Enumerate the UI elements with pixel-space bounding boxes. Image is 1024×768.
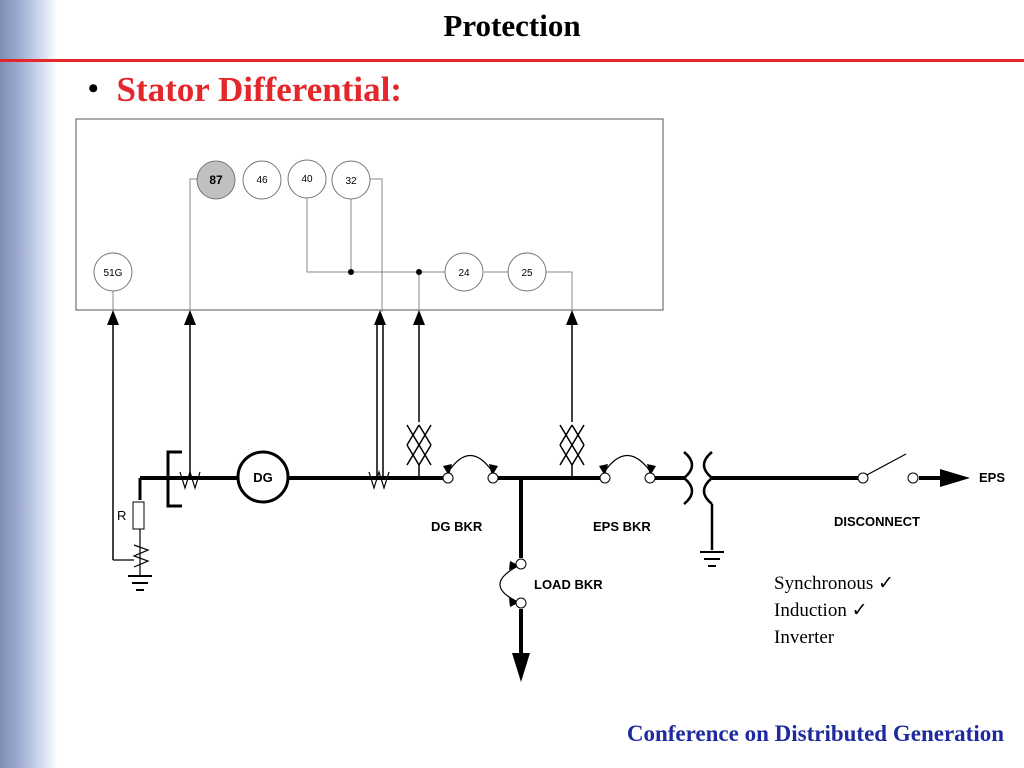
junction-dot — [348, 269, 354, 275]
generator-type-item: Inverter — [774, 627, 835, 648]
relay-51g-label: 51G — [104, 268, 123, 279]
grounding-resistor — [132, 501, 145, 530]
relay-25: 25 — [507, 252, 547, 292]
resistor-label: R — [117, 508, 126, 523]
eps-arrowhead — [940, 469, 970, 487]
footer-text: Conference on Distributed Generation — [626, 721, 1004, 746]
relay-51g: 51G — [93, 252, 133, 292]
relay-32: 32 — [331, 160, 371, 200]
relay-panel-box — [75, 118, 664, 311]
generator-types-list: Synchronous ✓ Induction ✓ Inverter — [774, 570, 894, 651]
bullet-text: Stator Differential: — [116, 70, 402, 109]
disconnect-switch — [857, 453, 919, 484]
relay-25-label: 25 — [521, 268, 533, 279]
relay-24: 24 — [444, 252, 484, 292]
relay-87: 87 — [196, 160, 236, 200]
current-transformer-neutral — [179, 469, 201, 491]
load-breaker-label: LOAD BKR — [534, 577, 603, 592]
relay-87-label: 87 — [209, 173, 223, 187]
background-lightning-strip — [0, 0, 58, 768]
relay-46: 46 — [242, 160, 282, 200]
generator: DG — [236, 450, 290, 504]
eps-breaker — [599, 455, 656, 484]
relay-wiring — [112, 178, 573, 312]
junction-dot — [416, 269, 422, 275]
bullet-heading: • Stator Differential: — [88, 70, 402, 110]
resistor-ct — [113, 529, 150, 575]
potential-transformer-dg — [406, 424, 432, 478]
disconnect-label: DISCONNECT — [834, 514, 920, 529]
generator-type-item: Induction ✓ — [774, 600, 868, 621]
relay-40: 40 — [287, 159, 327, 199]
generator-type-item: Synchronous ✓ — [774, 573, 894, 594]
dg-breaker — [442, 455, 499, 484]
checkmark-icon: ✓ — [877, 573, 894, 594]
relay-24-label: 24 — [458, 268, 470, 279]
relay-46-label: 46 — [256, 175, 268, 186]
relay-40-label: 40 — [301, 174, 313, 185]
ground-symbol-neutral — [128, 575, 152, 591]
title-divider — [0, 59, 1024, 62]
load-branch — [499, 478, 530, 682]
eps-label: EPS — [979, 470, 1005, 485]
signal-lines — [112, 322, 573, 560]
relay-32-label: 32 — [345, 176, 357, 187]
transformer — [682, 451, 714, 550]
page-title: Protection — [443, 8, 581, 43]
signal-arrowheads — [107, 310, 578, 325]
checkmark-icon: ✓ — [851, 600, 868, 621]
ground-symbol-transformer — [700, 551, 724, 567]
potential-transformer-eps — [559, 424, 585, 478]
generator-label: DG — [253, 470, 273, 485]
dg-breaker-label: DG BKR — [431, 519, 483, 534]
bullet-marker: • — [88, 72, 99, 105]
eps-breaker-label: EPS BKR — [593, 519, 651, 534]
neutral-bracket — [138, 450, 182, 508]
current-transformer-terminal — [368, 469, 390, 491]
